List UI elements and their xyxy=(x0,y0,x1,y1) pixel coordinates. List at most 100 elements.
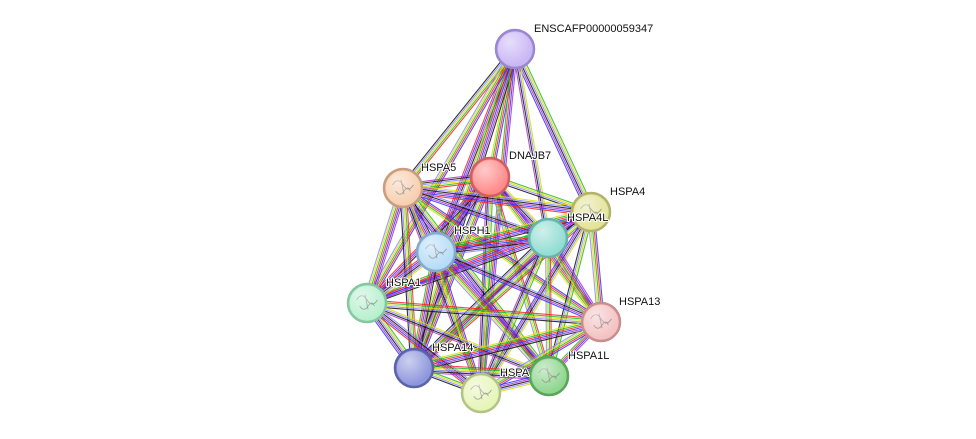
edge-line xyxy=(436,250,602,322)
edge-line xyxy=(367,300,551,375)
edge-line xyxy=(366,48,516,304)
node-label-hsph1: HSPH1 xyxy=(454,225,491,237)
edge-line xyxy=(369,50,519,305)
edge-line xyxy=(482,177,493,394)
edge-ensca-hspa4[interactable] xyxy=(510,47,596,214)
edge-line xyxy=(405,187,418,368)
edges-layer xyxy=(362,46,605,397)
node-highlight xyxy=(419,235,453,269)
edge-line xyxy=(366,303,549,378)
node-label-hspa4l: HSPA4L xyxy=(567,212,608,224)
node-hspa4[interactable] xyxy=(570,191,612,233)
edge-line xyxy=(483,213,595,395)
node-hspa[interactable] xyxy=(460,372,502,414)
node-dnajb7[interactable] xyxy=(469,156,511,198)
edge-line xyxy=(432,47,513,252)
edge-line xyxy=(480,176,491,394)
edge-line xyxy=(400,46,513,187)
node-label-hspa14: HSPA14 xyxy=(432,342,473,354)
edge-line xyxy=(518,47,596,211)
edge-line xyxy=(512,49,590,214)
edge-line xyxy=(367,301,550,376)
node-hspa1[interactable] xyxy=(346,282,388,324)
node-highlight xyxy=(386,171,420,205)
edge-line xyxy=(510,50,588,214)
edge-line xyxy=(414,366,550,376)
node-highlight xyxy=(574,195,608,229)
edge-line xyxy=(366,304,601,325)
node-label-dnajb7: DNAJB7 xyxy=(509,150,551,162)
edge-line xyxy=(365,303,481,395)
edge-line xyxy=(362,186,400,302)
edge-line xyxy=(433,253,548,378)
edge-line xyxy=(516,47,594,212)
node-label-hspa1l: HSPA1L xyxy=(568,350,609,362)
edge-line xyxy=(516,48,551,238)
edge-line xyxy=(480,211,592,394)
edge-line xyxy=(436,249,603,321)
edge-line xyxy=(413,319,601,367)
node-label-hspa4: HSPA4 xyxy=(610,186,645,198)
edge-line xyxy=(363,47,513,302)
edge-line xyxy=(437,250,552,375)
edge-line xyxy=(481,238,550,394)
node-hspa4l[interactable] xyxy=(527,217,569,259)
edge-line xyxy=(414,365,550,375)
edge-line xyxy=(515,48,593,212)
edge-line xyxy=(414,322,602,370)
node-ensca[interactable] xyxy=(494,28,536,70)
edge-line xyxy=(512,49,547,239)
edge-line xyxy=(483,177,494,394)
node-highlight xyxy=(473,160,507,194)
edge-line xyxy=(367,299,602,320)
node-label-ensca: ENSCAFP00000059347 xyxy=(534,23,653,35)
edge-line xyxy=(412,317,601,365)
edge-line xyxy=(367,49,517,305)
edge-hspa1-hspa1l[interactable] xyxy=(365,300,551,379)
edge-line xyxy=(479,318,600,391)
edge-line xyxy=(414,323,602,371)
node-highlight xyxy=(532,359,566,393)
node-highlight xyxy=(498,32,532,66)
edge-hspa5-hspa4[interactable] xyxy=(402,183,592,217)
edge-line xyxy=(367,300,602,321)
labels-layer: ENSCAFP00000059347DNAJB7HSPA5HSPA4HSPA4L… xyxy=(385,22,661,380)
node-hspa14[interactable] xyxy=(393,347,435,389)
edge-line xyxy=(513,49,591,213)
edge-line xyxy=(367,238,549,305)
node-hspa5[interactable] xyxy=(382,167,424,209)
edge-line xyxy=(366,302,482,394)
node-label-hspa5: HSPA5 xyxy=(421,162,456,174)
node-highlight xyxy=(531,221,565,255)
edge-hspa13-hspa14[interactable] xyxy=(412,317,603,373)
edge-line xyxy=(414,325,603,373)
edge-line xyxy=(434,207,591,249)
edge-line xyxy=(402,48,516,189)
node-label-hspa13: HSPA13 xyxy=(619,296,660,308)
edge-line xyxy=(403,185,592,211)
edge-line xyxy=(402,188,591,214)
edge-line xyxy=(487,177,548,377)
edge-ensca-hspa1[interactable] xyxy=(363,47,519,305)
edge-line xyxy=(401,47,515,188)
edge-line xyxy=(435,252,601,324)
edge-line xyxy=(477,176,488,393)
edge-line xyxy=(403,183,592,209)
edge-hsph1-hspa13[interactable] xyxy=(434,249,603,325)
edge-line xyxy=(434,252,481,394)
node-highlight xyxy=(584,305,618,339)
edge-line xyxy=(365,47,515,303)
edge-line xyxy=(367,301,483,393)
edge-line xyxy=(490,176,551,376)
edge-line xyxy=(413,320,601,368)
node-hsph1[interactable] xyxy=(415,231,457,273)
node-highlight xyxy=(350,286,384,320)
edge-line xyxy=(435,209,591,251)
node-hspa1l[interactable] xyxy=(528,355,570,397)
edge-hspa1-hspa13[interactable] xyxy=(366,299,602,326)
node-highlight xyxy=(464,376,498,410)
nodes-layer xyxy=(346,28,622,414)
edge-line xyxy=(434,253,601,325)
node-hspa13[interactable] xyxy=(580,301,622,343)
